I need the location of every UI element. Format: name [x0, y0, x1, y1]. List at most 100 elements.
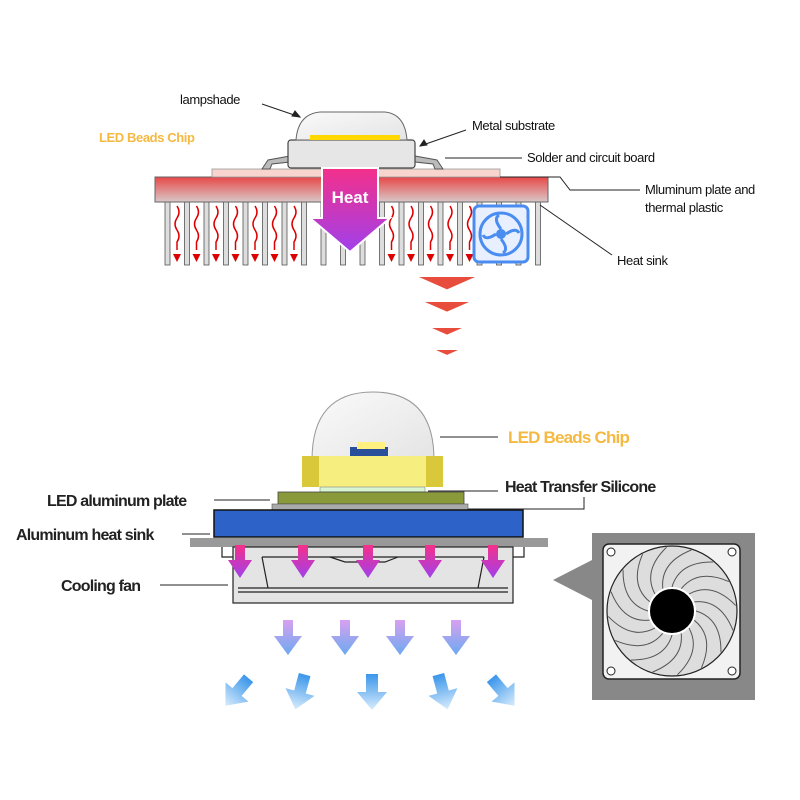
airflow-arrow-icon [357, 674, 387, 710]
bottom-leader-lines [160, 436, 585, 586]
heat-down-arrow [481, 545, 505, 578]
heat-down-arrow [228, 545, 252, 578]
fin [535, 201, 541, 266]
fin [223, 201, 229, 266]
wavy-heat-arrowhead [407, 254, 415, 262]
fan-blade [671, 561, 714, 588]
heat-chevron [419, 277, 475, 290]
fin [164, 201, 171, 266]
wavy-heat-arrowhead [173, 254, 181, 262]
chip-base [350, 447, 388, 457]
heat-down-arrow [356, 545, 380, 578]
heat-down-arrow [418, 545, 442, 578]
wavy-heat-arrow [213, 205, 219, 250]
wavy-heat-arrowhead [290, 254, 298, 262]
heat-chevron [432, 328, 462, 335]
fan-blade [688, 589, 737, 606]
label-led-beads-chip-bottom: LED Beads Chip [508, 428, 629, 447]
fan-blade [607, 616, 656, 633]
top-labels: lampshade LED Beads Chip Metal substrate… [99, 92, 755, 268]
fin [262, 201, 268, 266]
airflow-arrows [274, 620, 470, 655]
fan-blade [680, 575, 730, 590]
heat-arrow-icon: Heat [307, 167, 393, 254]
wavy-heat-arrowhead [446, 254, 454, 262]
fin [281, 201, 288, 266]
fan-blade [630, 634, 673, 661]
wavy-heat-arrowhead [231, 254, 240, 262]
label-aluminum-plate-line2: thermal plastic [645, 200, 724, 215]
fan-blade [610, 591, 650, 621]
airflow-arrow-icon [225, 674, 254, 706]
fan-blade [694, 601, 734, 631]
wavy-heat-arrowhead [426, 254, 435, 262]
wavy-heat-arrowhead [465, 254, 474, 262]
bottom-led-assembly [190, 391, 548, 710]
wavy-heat-arrow [193, 205, 200, 250]
airflow-spread-arrows [225, 673, 515, 710]
fin [242, 201, 249, 266]
airflow-arrow-icon [428, 673, 458, 710]
label-aluminum-plate-line1: Mluminum plate and [645, 182, 755, 197]
chip-die [357, 442, 385, 449]
wavy-heat-arrow [388, 205, 395, 250]
wavy-heat-arrow [271, 205, 278, 250]
label-heat-transfer-silicone: Heat Transfer Silicone [505, 479, 656, 496]
heat-arrows-bottom [228, 545, 505, 578]
wavy-heat-arrowhead [270, 254, 279, 262]
wavy-heat-arrowhead [387, 254, 396, 262]
wavy-heat-arrowhead [192, 254, 201, 262]
fan-icon [472, 204, 530, 264]
heat-flow-arrows [173, 205, 474, 262]
wavy-heat-arrowhead [251, 254, 259, 262]
wavy-heat-arrow [291, 205, 297, 250]
fan-blade [614, 632, 664, 647]
label-heat-sink: Heat sink [617, 253, 668, 268]
heat-chevron [425, 302, 469, 312]
heat-down-arrow [291, 545, 315, 578]
fan-blade [622, 569, 649, 612]
label-aluminum-heat-sink: Aluminum heat sink [16, 527, 155, 544]
fin [418, 201, 424, 266]
wavy-heat-arrow [427, 205, 434, 250]
wavy-heat-arrow [447, 205, 453, 250]
fin [437, 201, 444, 266]
label-metal-substrate: Metal substrate [472, 118, 555, 133]
airflow-arrow-icon [486, 674, 515, 706]
fin [184, 201, 190, 266]
aluminum-heat-sink [213, 509, 524, 538]
lens-dome [311, 391, 435, 461]
heat-chevron [436, 350, 458, 355]
metal-substrate [287, 139, 416, 169]
wavy-heat-arrowhead [212, 254, 220, 262]
wavy-heat-arrow [466, 205, 473, 250]
airflow-arrow-icon [285, 673, 315, 710]
label-cooling-fan: Cooling fan [61, 578, 140, 595]
fin [379, 201, 385, 266]
fan-closeup [553, 533, 755, 700]
top-led-assembly: Heat [154, 111, 549, 355]
bottom-labels: LED Beads Chip Heat Transfer Silicone LE… [16, 428, 657, 595]
fan-blade [693, 619, 708, 669]
led-chip [310, 135, 400, 140]
led-aluminum-plate [277, 491, 465, 505]
heat-down-chevrons [419, 277, 475, 355]
fin [203, 201, 210, 266]
fan-blade [652, 633, 682, 673]
heat-transfer-silicone [319, 486, 426, 493]
fan-blade [662, 549, 692, 589]
fan-blade [695, 610, 722, 653]
yellow-bead-housing [302, 456, 443, 487]
wavy-heat-arrow [174, 205, 180, 250]
fin [301, 201, 307, 266]
fin [398, 201, 405, 266]
fan-blade [677, 627, 694, 676]
label-led-beads-chip-top: LED Beads Chip [99, 130, 195, 145]
airflow-arrow-icon [442, 620, 470, 655]
label-solder-circuit-board: Solder and circuit board [527, 150, 655, 165]
top-leader-lines [261, 103, 640, 256]
wavy-heat-arrow [408, 205, 414, 250]
lampshade [295, 111, 408, 141]
